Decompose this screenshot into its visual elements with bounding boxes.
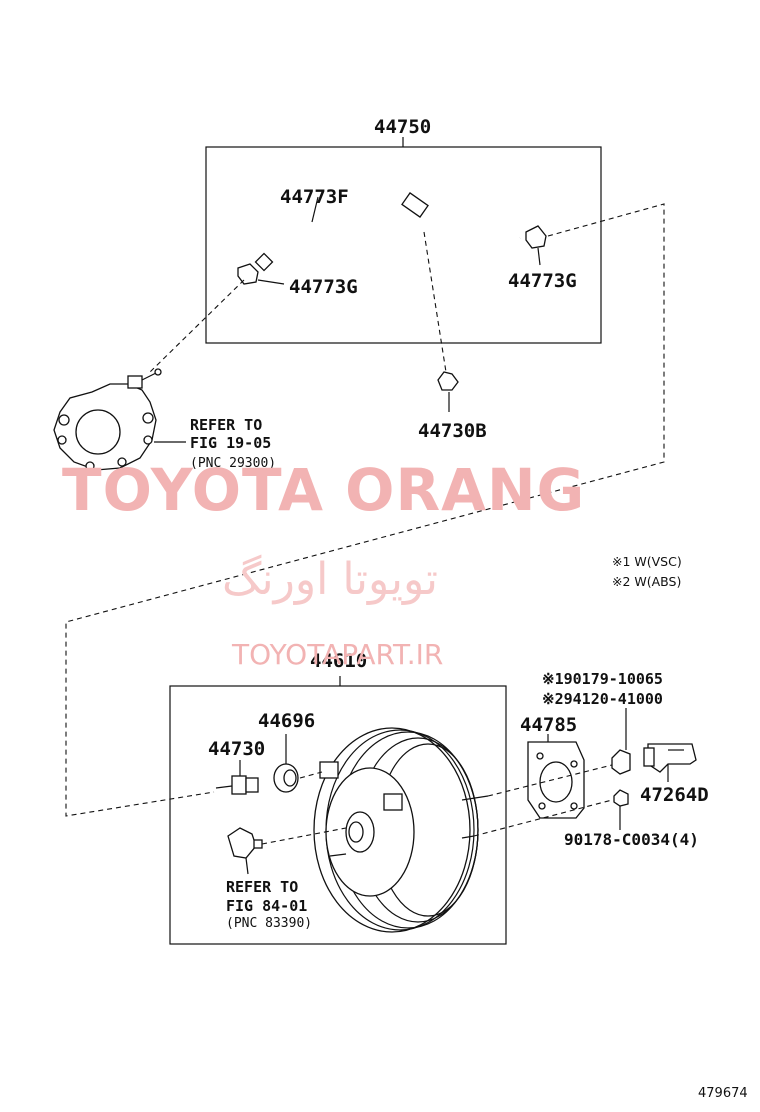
nut-icon (611, 749, 631, 775)
sensor-icon (227, 827, 263, 859)
refer-pump-line3: (PNC 29300) (190, 456, 277, 471)
label-44730b: 44730B (418, 420, 487, 442)
small-nut-icon (613, 789, 629, 807)
hose-icon (254, 187, 522, 272)
refer-pump-line1: REFER TO (190, 416, 263, 434)
vacuum-pump-icon (53, 368, 162, 471)
check-valve-icon (215, 775, 259, 795)
brake-booster-icon (313, 727, 489, 933)
clamp-icon (237, 225, 547, 285)
label-44730: 44730 (208, 738, 266, 760)
watermark-url: TOYOTAPART.IR (232, 638, 444, 671)
label-44750: 44750 (374, 116, 432, 138)
note-abs: ※2 W(ABS) (612, 574, 682, 589)
label-190179: ※190179-10065 (542, 670, 663, 688)
label-294120: ※294120-41000 (542, 690, 663, 708)
watermark-main: TOYOTA ORANG (62, 456, 586, 524)
label-44785: 44785 (520, 714, 578, 736)
booster-assembly-box (169, 685, 507, 945)
label-44773f: 44773F (280, 186, 349, 208)
refer-sensor-line2: FIG 84-01 (226, 897, 308, 915)
drawing-number: 479674 (698, 1086, 748, 1101)
gasket-icon (273, 763, 299, 793)
label-44610: 44610 (310, 650, 368, 672)
label-44696: 44696 (258, 710, 316, 732)
refer-pump-line2: FIG 19-05 (190, 434, 272, 452)
clip-icon (437, 371, 459, 391)
label-90178: 90178-C0034(4) (564, 830, 699, 849)
refer-sensor-line1: REFER TO (226, 878, 299, 896)
label-47264d: 47264D (640, 784, 709, 806)
label-44773g-left: 44773G (289, 276, 358, 298)
gasket-plate-icon (527, 741, 585, 819)
note-vsc: ※1 W(VSC) (612, 554, 682, 569)
refer-sensor-line3: (PNC 83390) (226, 916, 313, 931)
bracket-icon (643, 743, 697, 773)
label-44773g-right: 44773G (508, 270, 577, 292)
watermark-farsi: تویوتا اورنگ (222, 554, 438, 605)
